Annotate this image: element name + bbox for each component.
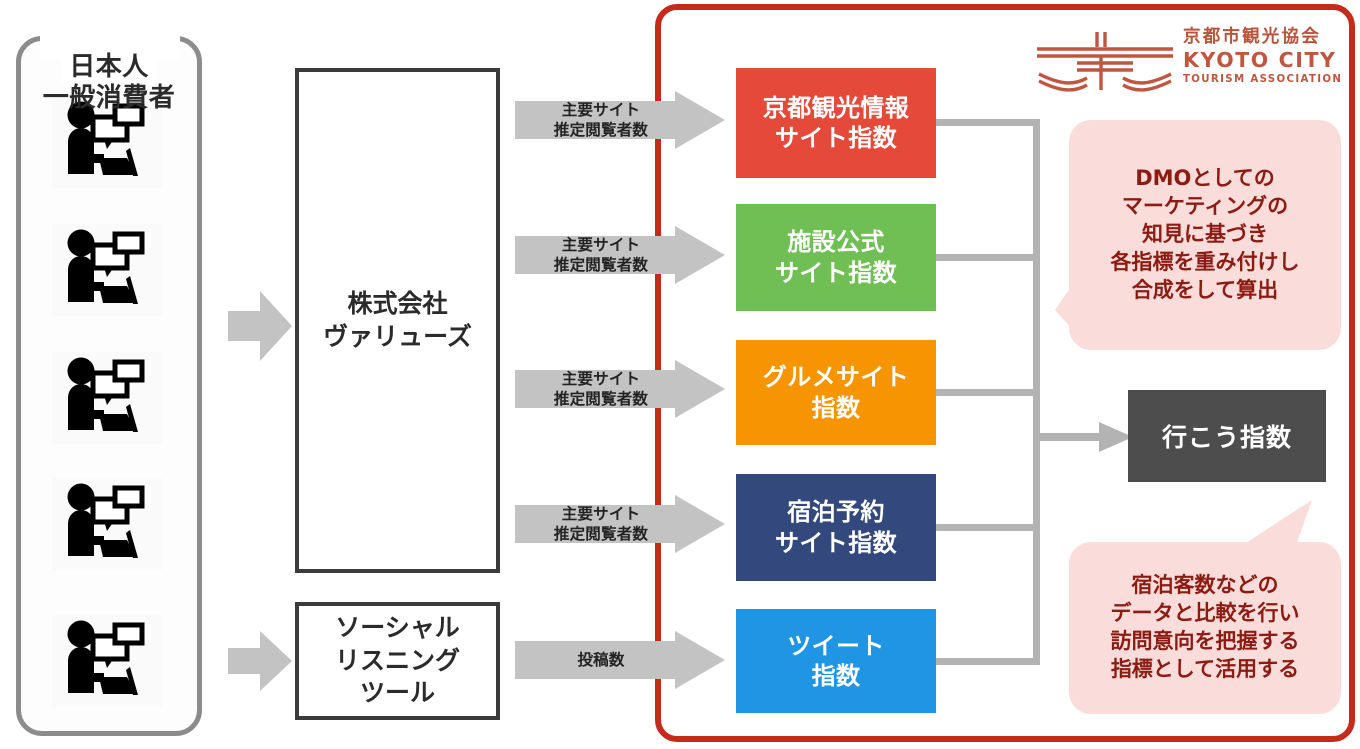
idx-1-line-1: 施設公式 [787, 228, 885, 257]
result-box-ikou-index: 行こう指数 [1128, 390, 1326, 482]
kyoto-logo-mark-icon [1035, 30, 1175, 92]
flow-band-4: 主要サイト 推定閲覧者数 [515, 495, 725, 553]
connector-stub-2 [936, 254, 1040, 261]
person-at-laptop-icon [52, 96, 162, 188]
flow-band-3-label: 主要サイト 推定閲覧者数 [515, 360, 687, 418]
index-box-lodging-reservation-site: 宿泊予約 サイト指数 [736, 474, 936, 581]
result-box-label: 行こう指数 [1161, 423, 1292, 452]
idx-2-line-2: 指数 [811, 393, 861, 422]
arrow-consumers-to-social-tool [228, 628, 292, 694]
logo-text-block: 京都市観光協会 KYOTO CITY TOURISM ASSOCIATION [1183, 27, 1343, 86]
callout-weighting-line-2: マーケティングの [1121, 194, 1289, 219]
callout-usage-line-1: 宿泊客数などの [1131, 573, 1279, 598]
connector-stub-1 [936, 119, 1040, 126]
band-3-line-1: 主要サイト [561, 369, 641, 388]
social-tool-line-2: リスニング [334, 645, 460, 675]
consumer-title-line-1: 日本人 [61, 52, 157, 83]
consumer-group-title: 日本人 一般消費者 [16, 22, 202, 144]
callout-weighting-line-3: 知見に基づき [1142, 222, 1268, 247]
connector-stub-3 [936, 389, 1040, 396]
callout-weighting-line-4: 各指標を重み付けし [1110, 249, 1300, 274]
person-at-laptop-icon [52, 615, 162, 707]
idx-4-line-1: ツイート [787, 631, 885, 660]
idx-4-line-2: 指数 [811, 662, 861, 690]
band-2-line-1: 主要サイト [561, 235, 641, 254]
kyoto-city-tourism-association-logo: 京都市観光協会 KYOTO CITY TOURISM ASSOCIATION [1035, 27, 1343, 94]
social-tool-line-3: ツール [359, 678, 435, 708]
person-at-laptop-icon [52, 478, 162, 570]
band-5-line-1: 投稿数 [577, 650, 625, 669]
connector-stub-5 [936, 658, 1040, 665]
flow-band-4-label: 主要サイト 推定閲覧者数 [515, 495, 687, 553]
flow-band-1-label: 主要サイト 推定閲覧者数 [515, 91, 687, 149]
logo-english-name-line-1: KYOTO CITY [1183, 48, 1337, 73]
callout-weighting: DMOとしての マーケティングの 知見に基づき 各指標を重み付けし 合成をして算… [1069, 120, 1341, 350]
connector-vertical-bus [1033, 119, 1040, 665]
middle-box-social-listening-tool: ソーシャル リスニング ツール [295, 602, 500, 720]
callout-weighting-line-5: 合成をして算出 [1131, 277, 1279, 302]
flow-band-3: 主要サイト 推定閲覧者数 [515, 360, 725, 418]
index-box-facility-official-site: 施設公式 サイト指数 [736, 204, 936, 311]
callout-usage-line-3: 訪問意向を把握する [1110, 629, 1300, 653]
index-box-tweet: ツイート 指数 [736, 609, 936, 713]
consumer-title-line-2: 一般消費者 [42, 82, 176, 113]
middle-box-values-inc: 株式会社 ヴァリューズ [295, 68, 500, 573]
values-inc-line-1: 株式会社 [347, 289, 448, 318]
callout-usage-line-4: 指標として活用する [1110, 656, 1300, 681]
idx-2-line-1: グルメサイト [762, 363, 910, 392]
values-inc-line-2: ヴァリューズ [323, 321, 472, 351]
arrow-bus-to-result [1033, 417, 1133, 457]
band-4-line-1: 主要サイト [561, 504, 641, 523]
flow-band-2: 主要サイト 推定閲覧者数 [515, 226, 725, 284]
band-1-line-1: 主要サイト [561, 100, 641, 119]
arrow-consumers-to-values [228, 287, 292, 365]
person-at-laptop-icon [52, 352, 162, 444]
band-1-line-2: 推定閲覧者数 [553, 121, 649, 139]
idx-3-line-2: サイト指数 [775, 528, 897, 557]
callout-usage: 宿泊客数などの データと比較を行い 訪問意向を把握する 指標として活用する [1069, 542, 1341, 714]
connector-stub-4 [936, 524, 1040, 531]
flow-band-5: 投稿数 [515, 631, 725, 689]
idx-1-line-2: サイト指数 [775, 258, 897, 287]
flow-band-1: 主要サイト 推定閲覧者数 [515, 91, 725, 149]
logo-japanese-name: 京都市観光協会 [1183, 27, 1321, 47]
flow-band-2-label: 主要サイト 推定閲覧者数 [515, 226, 687, 284]
band-2-line-2: 推定閲覧者数 [553, 256, 649, 274]
band-3-line-2: 推定閲覧者数 [553, 390, 649, 408]
index-box-kyoto-tourism-info-site: 京都観光情報 サイト指数 [736, 68, 936, 178]
flow-band-5-label: 投稿数 [515, 631, 687, 689]
idx-3-line-1: 宿泊予約 [787, 498, 885, 527]
person-at-laptop-icon [52, 224, 162, 316]
callout-usage-line-2: データと比較を行い [1110, 601, 1300, 626]
social-tool-line-1: ソーシャル [335, 613, 460, 643]
callout-weighting-line-1: DMOとしての [1135, 166, 1275, 191]
idx-0-line-1: 京都観光情報 [762, 93, 910, 122]
index-box-gourmet-site: グルメサイト 指数 [736, 340, 936, 445]
idx-0-line-2: サイト指数 [775, 124, 897, 152]
logo-english-name-line-2: TOURISM ASSOCIATION [1183, 74, 1343, 86]
band-4-line-2: 推定閲覧者数 [553, 525, 649, 543]
